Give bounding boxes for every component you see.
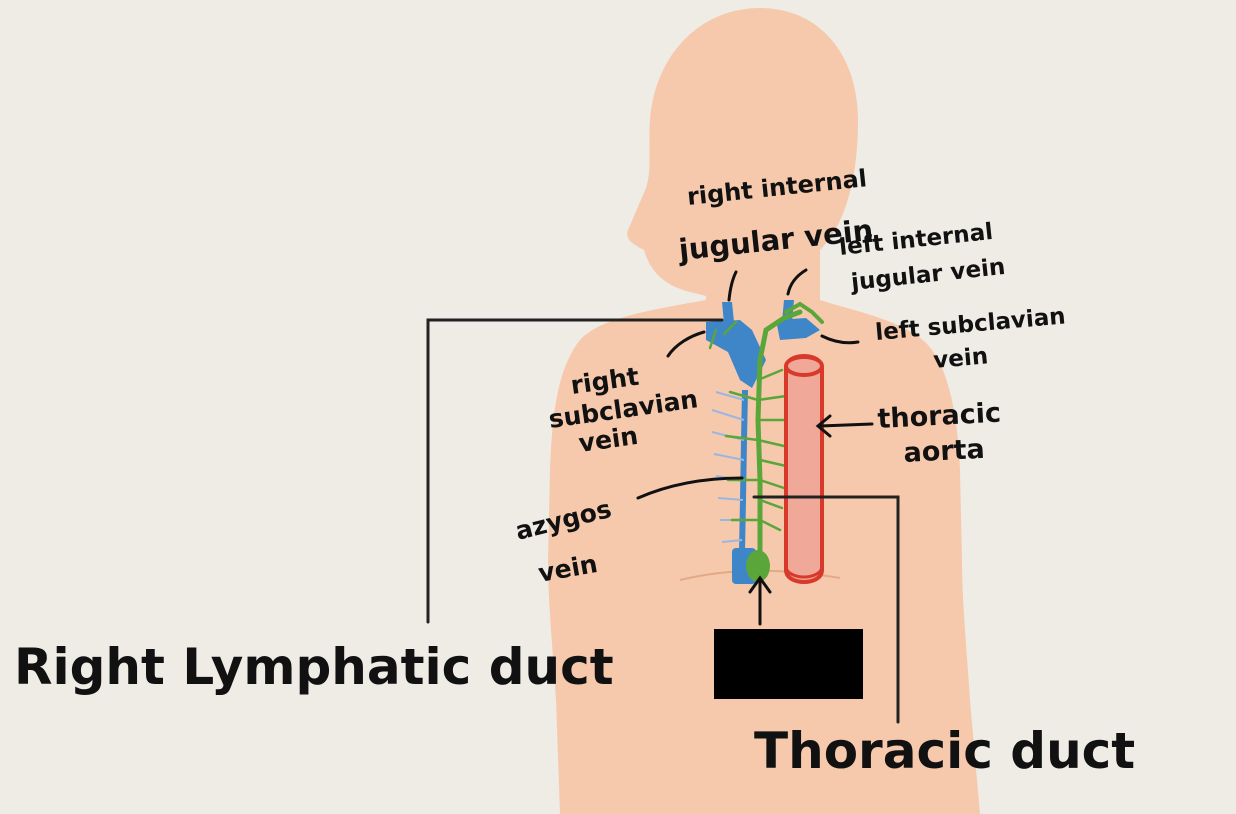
label-thoracic-aorta-1: thoracic <box>877 398 1002 435</box>
left-internal-jugular-pointer <box>786 268 808 296</box>
label-thoracic-aorta-2: aorta <box>903 434 986 469</box>
right-brachiocephalic-vein-shape <box>706 320 766 388</box>
pointer-lines <box>426 268 900 724</box>
lymph-branches <box>708 320 790 532</box>
redaction-box <box>714 629 863 699</box>
aorta-tube <box>784 354 824 584</box>
thoracic-aorta-vessel <box>784 354 824 584</box>
cisterna-chyli <box>746 550 770 582</box>
thoracic-aorta-arrow <box>815 414 874 438</box>
right-internal-jugular-pointer <box>727 270 738 302</box>
azygos-pointer <box>636 476 744 500</box>
head <box>548 8 980 814</box>
label-right-lymphatic-duct: Right Lymphatic duct <box>14 638 614 696</box>
thoracic-duct-bracket <box>752 495 900 724</box>
right-lymphatic-duct-bracket <box>426 318 724 624</box>
right-internal-jugular-vein-shape <box>722 302 734 324</box>
aorta-bottom-rim <box>784 567 824 579</box>
right-subclavian-pointer <box>666 330 706 358</box>
left-lymph-node-group <box>784 301 824 324</box>
label-left-subclavian-2: vein <box>932 343 989 374</box>
label-thoracic-duct: Thoracic duct <box>754 722 1135 780</box>
left-brachiocephalic-vein-shape <box>776 318 820 340</box>
aorta-top-rim <box>784 355 824 377</box>
lymphatic-vessels <box>708 301 824 582</box>
left-subclavian-pointer <box>820 334 860 345</box>
label-left-subclavian-1: left subclavian <box>874 303 1066 346</box>
label-left-internal-jugular-2: jugular vein <box>849 254 1007 296</box>
bottom-arrow <box>748 575 772 626</box>
azygos-vein-shape <box>739 389 748 553</box>
